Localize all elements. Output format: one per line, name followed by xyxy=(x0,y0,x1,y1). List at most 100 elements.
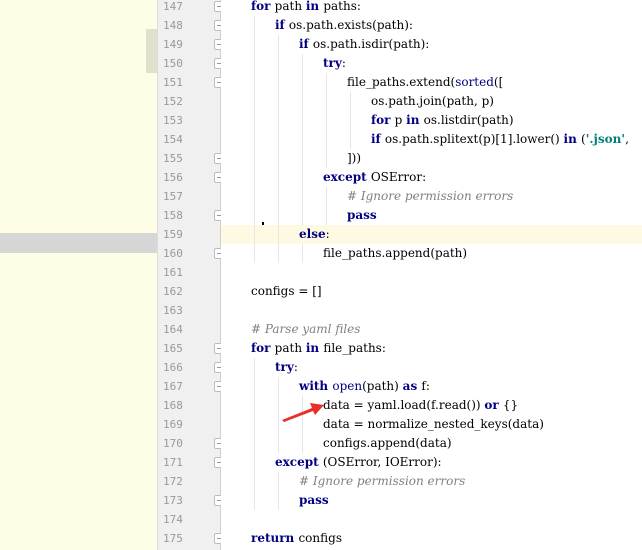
code-text: # Ignore permission errors xyxy=(299,472,465,491)
gutter-line[interactable]: 148 xyxy=(158,16,221,35)
keyword-token: for xyxy=(251,0,275,13)
gutter-line[interactable]: 151 xyxy=(158,73,221,92)
gutter-line[interactable]: 155 xyxy=(158,149,221,168)
code-line[interactable]: except OSError: xyxy=(221,168,642,187)
line-number: 155 xyxy=(163,152,183,165)
code-text: data = normalize_nested_keys(data) xyxy=(323,415,544,434)
gutter-line[interactable]: 163 xyxy=(158,301,221,320)
code-line[interactable]: for p in os.listdir(path) xyxy=(221,111,642,130)
code-line[interactable]: configs = [] xyxy=(221,282,642,301)
code-text: data = yaml.load(f.read()) or {} xyxy=(323,396,518,415)
code-line[interactable]: pass xyxy=(221,206,642,225)
code-editor[interactable]: for path in paths:if os.path.exists(path… xyxy=(221,0,642,550)
gutter-line[interactable]: 174 xyxy=(158,510,221,529)
code-line[interactable]: for path in file_paths: xyxy=(221,339,642,358)
indent-guide xyxy=(278,73,279,92)
code-line[interactable]: # Ignore permission errors xyxy=(221,187,642,206)
code-token: paths: xyxy=(323,0,361,13)
code-line[interactable]: with open(path) as f: xyxy=(221,377,642,396)
line-number: 173 xyxy=(163,494,183,507)
keyword-token: with xyxy=(299,379,333,393)
code-line[interactable]: try: xyxy=(221,54,642,73)
gutter-line[interactable]: 162 xyxy=(158,282,221,301)
code-line[interactable]: except (OSError, IOError): xyxy=(221,453,642,472)
line-number: 166 xyxy=(163,361,183,374)
code-text: else: xyxy=(299,225,330,244)
code-line[interactable]: pass xyxy=(221,491,642,510)
gutter-line[interactable]: 158 xyxy=(158,206,221,225)
indent-guide xyxy=(278,168,279,187)
indent-guide xyxy=(254,396,255,415)
code-line[interactable]: if os.path.exists(path): xyxy=(221,16,642,35)
gutter-line[interactable]: 168 xyxy=(158,396,221,415)
gutter-line[interactable]: 166 xyxy=(158,358,221,377)
gutter-line[interactable]: 170 xyxy=(158,434,221,453)
indent-guide xyxy=(278,244,279,263)
gutter-line[interactable]: 147 xyxy=(158,0,221,16)
indent-guide xyxy=(254,472,255,491)
indent-guide xyxy=(278,472,279,491)
indent-guide xyxy=(326,149,327,168)
code-text: configs = [] xyxy=(251,282,322,301)
code-line[interactable] xyxy=(221,263,642,282)
code-token: : xyxy=(293,360,298,374)
code-line[interactable]: ])) xyxy=(221,149,642,168)
gutter-line[interactable]: 160 xyxy=(158,244,221,263)
indent-guide xyxy=(278,225,279,244)
code-text: pass xyxy=(299,491,329,510)
code-line[interactable]: if os.path.splitext(p)[1].lower() in ('.… xyxy=(221,130,642,149)
line-number: 164 xyxy=(163,323,183,336)
comment-token: # Ignore permission errors xyxy=(347,189,514,203)
code-line[interactable] xyxy=(221,510,642,529)
code-line[interactable]: # Ignore permission errors xyxy=(221,472,642,491)
gutter-line[interactable]: 150 xyxy=(158,54,221,73)
line-number: 169 xyxy=(163,418,183,431)
gutter-line[interactable]: 172 xyxy=(158,472,221,491)
gutter-line[interactable]: 159 xyxy=(158,225,221,244)
code-line[interactable]: file_paths.extend(sorted([ xyxy=(221,73,642,92)
code-line[interactable]: try: xyxy=(221,358,642,377)
red-arrow-icon xyxy=(282,403,324,422)
gutter-line[interactable]: 161 xyxy=(158,263,221,282)
gutter-line[interactable]: 149 xyxy=(158,35,221,54)
code-line[interactable] xyxy=(221,301,642,320)
gutter-line[interactable]: 153 xyxy=(158,111,221,130)
indent-guide xyxy=(350,111,351,130)
indent-guide xyxy=(302,415,303,434)
line-number: 174 xyxy=(163,513,183,526)
code-line[interactable]: os.path.join(path, p) xyxy=(221,92,642,111)
code-line[interactable]: return configs xyxy=(221,529,642,548)
indent-guide xyxy=(254,244,255,263)
string-token: '.json' xyxy=(585,132,626,146)
left-panel-selected-row[interactable] xyxy=(0,233,157,253)
gutter-line[interactable]: 175 xyxy=(158,529,221,548)
code-token: , xyxy=(625,132,629,146)
gutter-line[interactable]: 165 xyxy=(158,339,221,358)
keyword-token: try xyxy=(275,360,294,374)
gutter-line[interactable]: 171 xyxy=(158,453,221,472)
keyword-token: in xyxy=(563,132,582,146)
code-line[interactable]: if os.path.isdir(path): xyxy=(221,35,642,54)
gutter-line[interactable]: 156 xyxy=(158,168,221,187)
line-number: 157 xyxy=(163,190,183,203)
gutter-line[interactable]: 154 xyxy=(158,130,221,149)
code-text: try: xyxy=(275,358,298,377)
gutter-line[interactable]: 157 xyxy=(158,187,221,206)
keyword-token: as xyxy=(402,379,422,393)
code-line[interactable]: # Parse yaml files xyxy=(221,320,642,339)
indent-guide xyxy=(326,111,327,130)
code-line[interactable]: for path in paths: xyxy=(221,0,642,16)
code-line[interactable]: else: xyxy=(221,225,642,244)
code-line[interactable]: data = yaml.load(f.read()) or {} xyxy=(221,396,642,415)
gutter-line[interactable]: 169 xyxy=(158,415,221,434)
code-line[interactable]: data = normalize_nested_keys(data) xyxy=(221,415,642,434)
gutter-line[interactable]: 164 xyxy=(158,320,221,339)
gutter-line[interactable]: 152 xyxy=(158,92,221,111)
gutter-line[interactable]: 167 xyxy=(158,377,221,396)
code-line[interactable]: file_paths.append(path) xyxy=(221,244,642,263)
indent-guide xyxy=(302,244,303,263)
indent-guide xyxy=(254,92,255,111)
gutter-line[interactable]: 173 xyxy=(158,491,221,510)
code-line[interactable]: configs.append(data) xyxy=(221,434,642,453)
